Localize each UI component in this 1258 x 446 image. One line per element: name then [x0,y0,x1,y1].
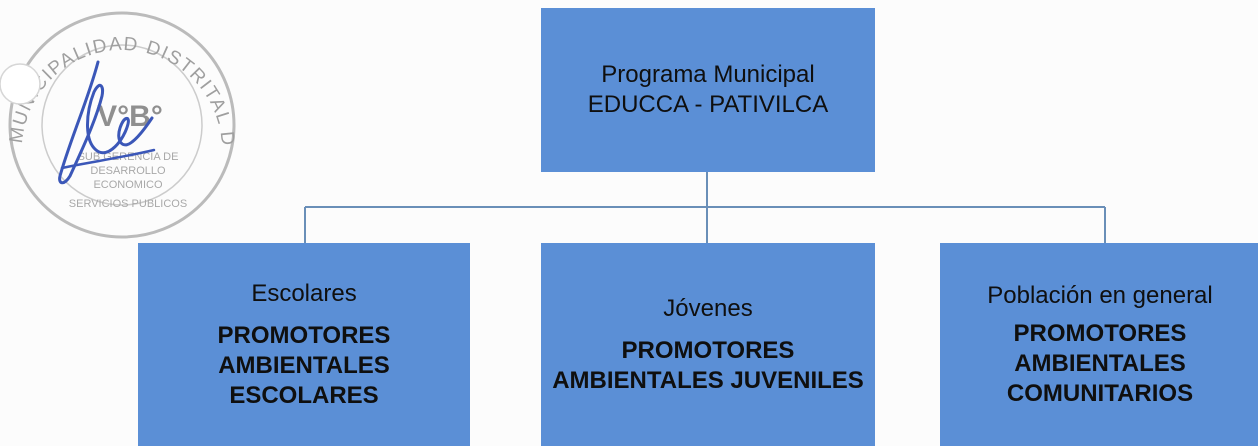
child-node-title-line: PROMOTORES [217,321,391,349]
child-node-title-line: COMUNITARIOS [1006,379,1194,407]
stamp-line: ECONOMICO [93,179,163,191]
stamp-line: DESARROLLO [90,165,166,177]
root-node-line1: Programa Municipal [601,61,815,88]
child-node-jovenes: Jóvenes PROMOTORES AMBIENTALES JUVENILES [541,243,875,446]
child-node-label: Escolares [251,279,357,307]
child-node-poblacion: Población en general PROMOTORES AMBIENTA… [940,243,1258,446]
stamp-line: SERVICIOS PUBLICOS [69,198,187,210]
stamp-outer-ring [8,11,236,239]
child-node-title-line: AMBIENTALES JUVENILES [552,366,864,394]
child-node-label: Jóvenes [663,294,753,322]
signature-underline-icon [60,148,156,170]
child-node-title-line: PROMOTORES [621,336,795,364]
stamp-inner-ring [41,44,203,206]
root-node: Programa Municipal EDUCCA - PATIVILCA [541,8,875,172]
child-node-escolares: Escolares PROMOTORES AMBIENTALES ESCOLAR… [138,243,470,446]
child-node-title-line: AMBIENTALES ESCOLARES [218,351,390,409]
hole-punch-icon [0,63,41,105]
child-node-title-line: PROMOTORES [1013,319,1187,347]
signature-icon [58,60,154,185]
stamp-vobo: V°B° [97,100,163,133]
child-node-title-line: AMBIENTALES [1014,349,1186,377]
root-node-line2: EDUCCA - PATIVILCA [587,91,829,118]
approval-stamp: MUNICIPALIDAD DISTRITAL DE PATIVILCA V°B… [0,0,237,239]
child-node-label: Población en general [987,281,1213,309]
